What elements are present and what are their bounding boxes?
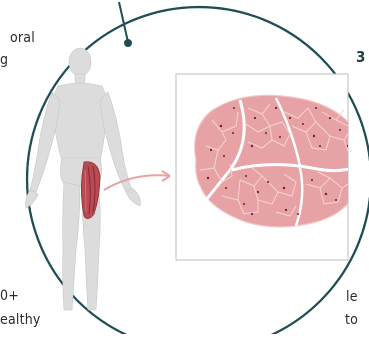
muscle-tissue-cross-section [195,95,362,227]
text-fragment-oral: oral [10,30,35,46]
text-fragment-0plus: 0+ [0,288,19,304]
text-fragment-3: 3 [356,48,366,66]
text-fragment-g: g [0,52,8,68]
text-fragment-to: to [345,312,358,328]
pointer-dot [124,39,132,47]
text-fragment-le: le [346,289,358,305]
text-fragment-ealthy: ealthy [0,312,41,328]
